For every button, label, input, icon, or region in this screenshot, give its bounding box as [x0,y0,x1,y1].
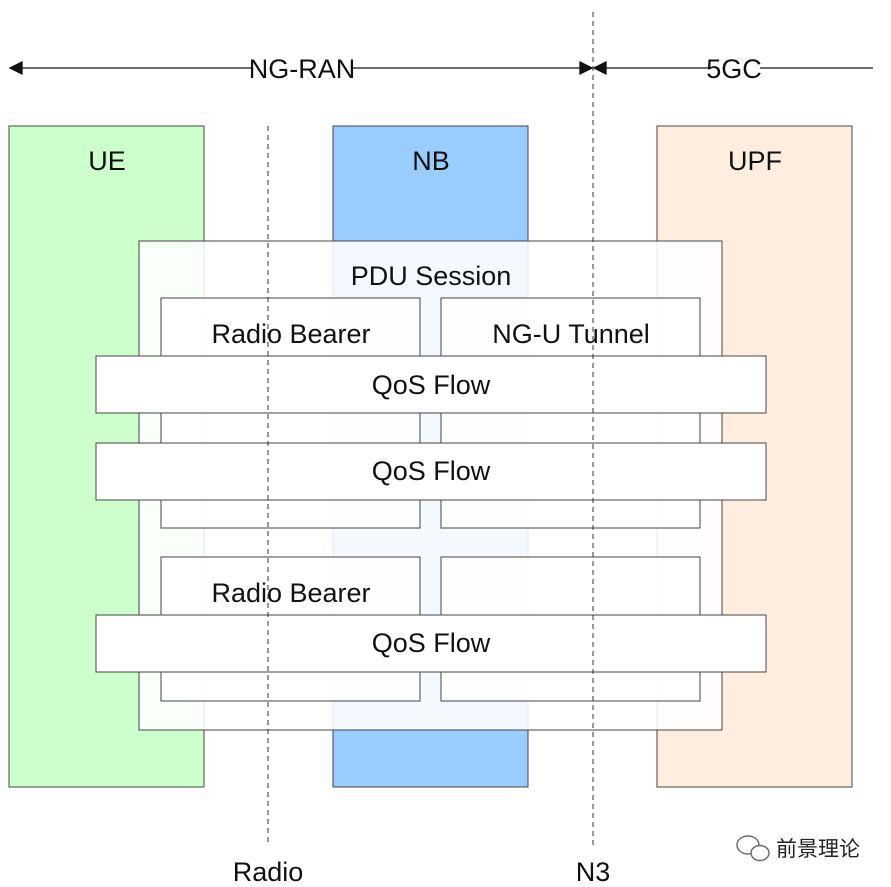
radio-bearer-label-2: Radio Bearer [211,578,370,608]
qos-flow-box-2 [95,442,767,501]
qos-flow-box-3 [95,614,767,673]
domain-arrows [8,60,873,76]
upf-label: UPF [728,146,782,176]
pdu-session-label: PDU Session [351,261,512,291]
radio-interface-label: Radio [233,857,304,887]
ue-label: UE [88,146,126,176]
qos-flow-label-2: QoS Flow [372,456,491,486]
radio-bearer-label-1: Radio Bearer [211,319,370,349]
qos-flow-box-1 [95,355,767,414]
wechat-icon [736,835,770,862]
qos-flow-label-3: QoS Flow [372,628,491,658]
qos-flow-label-1: QoS Flow [372,370,491,400]
ng-u-tunnel-label: NG-U Tunnel [492,319,650,349]
ng-ran-label: NG-RAN [249,54,356,84]
watermark-text: 前景理论 [776,837,860,861]
n3-interface-label: N3 [576,857,611,887]
5gc-label: 5GC [706,54,762,84]
nb-label: NB [412,146,450,176]
